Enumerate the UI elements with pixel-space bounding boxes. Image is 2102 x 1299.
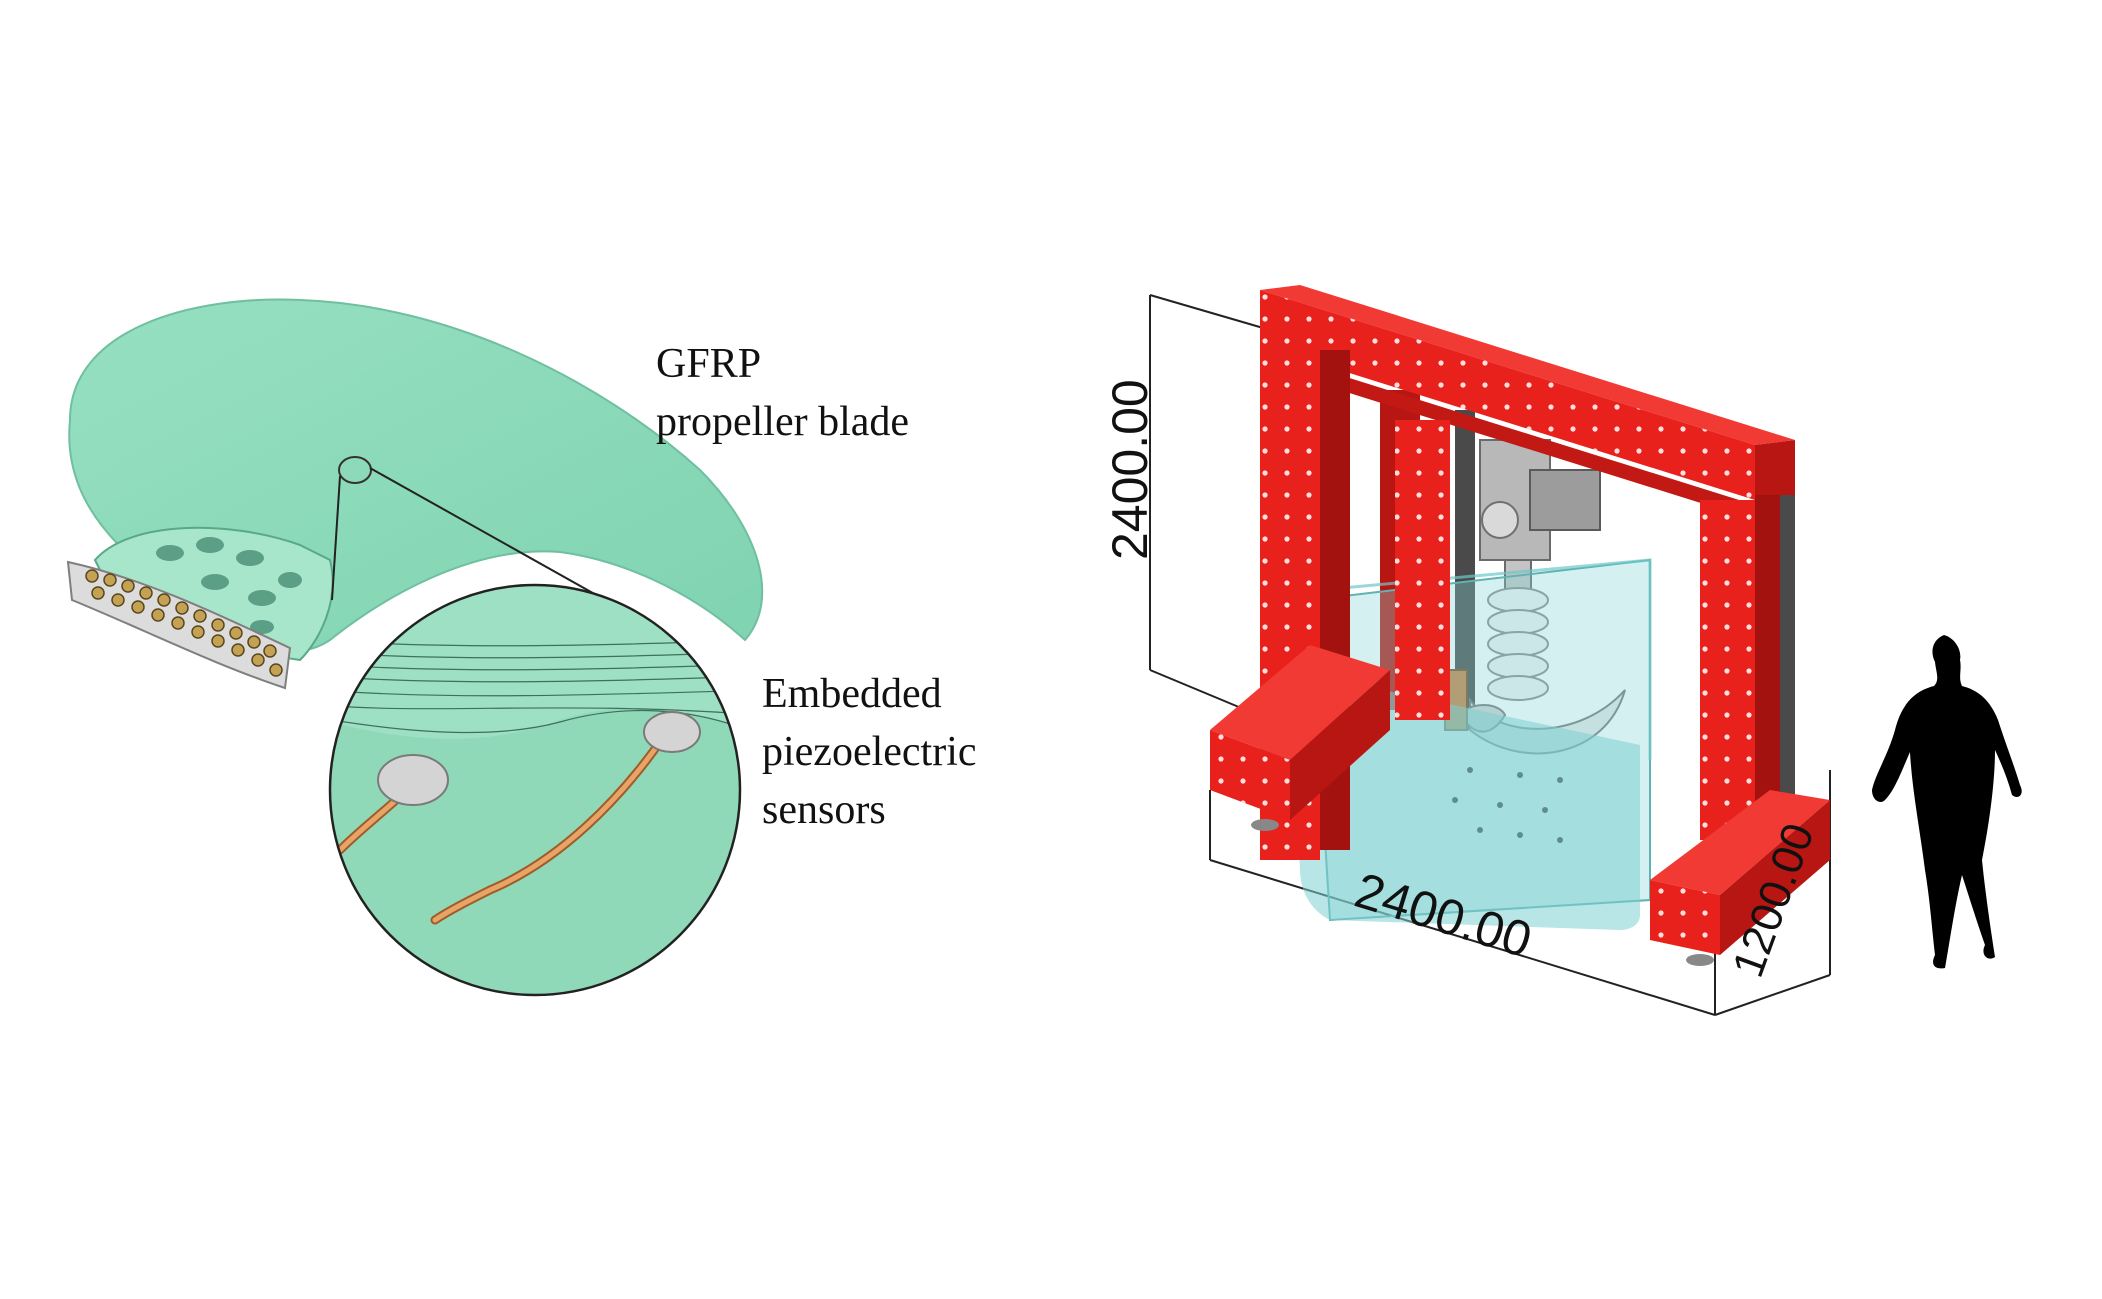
- zoom-line-left: [331, 475, 341, 601]
- dimension-height: 2400.00: [1102, 379, 1158, 560]
- tank-ports: [1452, 767, 1563, 843]
- frame-left-base: [1210, 645, 1390, 831]
- spring-coil: [1487, 587, 1549, 701]
- test-rig-illustration: 2400.00 2400.00 1200.00: [1102, 285, 1831, 1016]
- zoom-line-right: [369, 467, 633, 616]
- frame-front-right-post: [1700, 495, 1795, 840]
- propeller-blade-illustration: [66, 298, 764, 997]
- blade-label: GFRP propeller blade: [656, 335, 909, 451]
- sensor-label-line-2: piezoelectric: [762, 729, 977, 775]
- root-holes: [156, 537, 302, 634]
- piezo-sensor-disc-2: [643, 711, 701, 753]
- blade-label-line-1: GFRP: [656, 341, 762, 387]
- zoom-marker: [338, 456, 372, 484]
- piezo-sensor-disc-1: [377, 754, 449, 806]
- blade-label-line-2: propeller blade: [656, 399, 910, 445]
- sensor-label: Embedded piezoelectric sensors: [762, 665, 977, 839]
- human-scale-silhouette: [1872, 635, 2022, 969]
- frame-inner-left-post: [1395, 420, 1450, 720]
- sensor-zoom-view: [328, 583, 742, 997]
- sensor-label-line-1: Embedded: [762, 671, 942, 717]
- bolt-heads: [85, 569, 283, 677]
- frame-right-base: [1650, 790, 1830, 966]
- frame-top-beam: [1260, 285, 1795, 520]
- sensor-label-line-3: sensors: [762, 787, 886, 833]
